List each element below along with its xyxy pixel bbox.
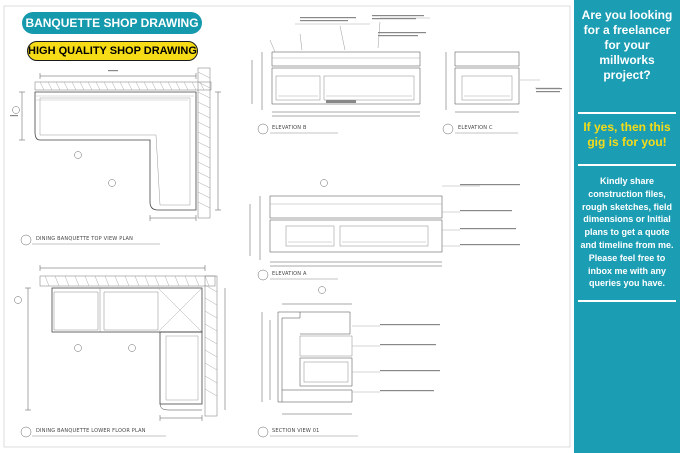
shop-drawing-sheet: BANQUETTE SHOP DRAWING HIGH QUALITY SHOP… (3, 5, 571, 448)
drawing-linework (3, 5, 571, 448)
top-view-caption: DINING BANQUETTE TOP VIEW PLAN (36, 236, 134, 242)
lower-floor-caption: DINING BANQUETTE LOWER FLOOR PLAN (36, 428, 146, 434)
sidebar-divider-middle (578, 164, 676, 166)
sidebar-body: Kindly share construction files, rough s… (580, 176, 674, 289)
sidebar-panel: Are you looking for a freelancer for you… (574, 0, 680, 453)
elevation-b-caption: ELEVATION B (272, 125, 307, 131)
banner-title: BANQUETTE SHOP DRAWING (22, 12, 202, 34)
sidebar-divider-top (578, 112, 676, 114)
sidebar-divider-bottom (578, 300, 676, 302)
sidebar-yes-line: If yes, then this gig is for you! (583, 120, 671, 149)
elevation-a-caption: ELEVATION A (272, 271, 307, 277)
section-view-caption: SECTION VIEW 01 (272, 428, 320, 434)
sidebar-question: Are you looking for a freelancer for you… (581, 8, 673, 82)
banner-subtitle: HIGH QUALITY SHOP DRAWING (27, 41, 198, 61)
elevation-c-caption: ELEVATION C (458, 125, 493, 131)
